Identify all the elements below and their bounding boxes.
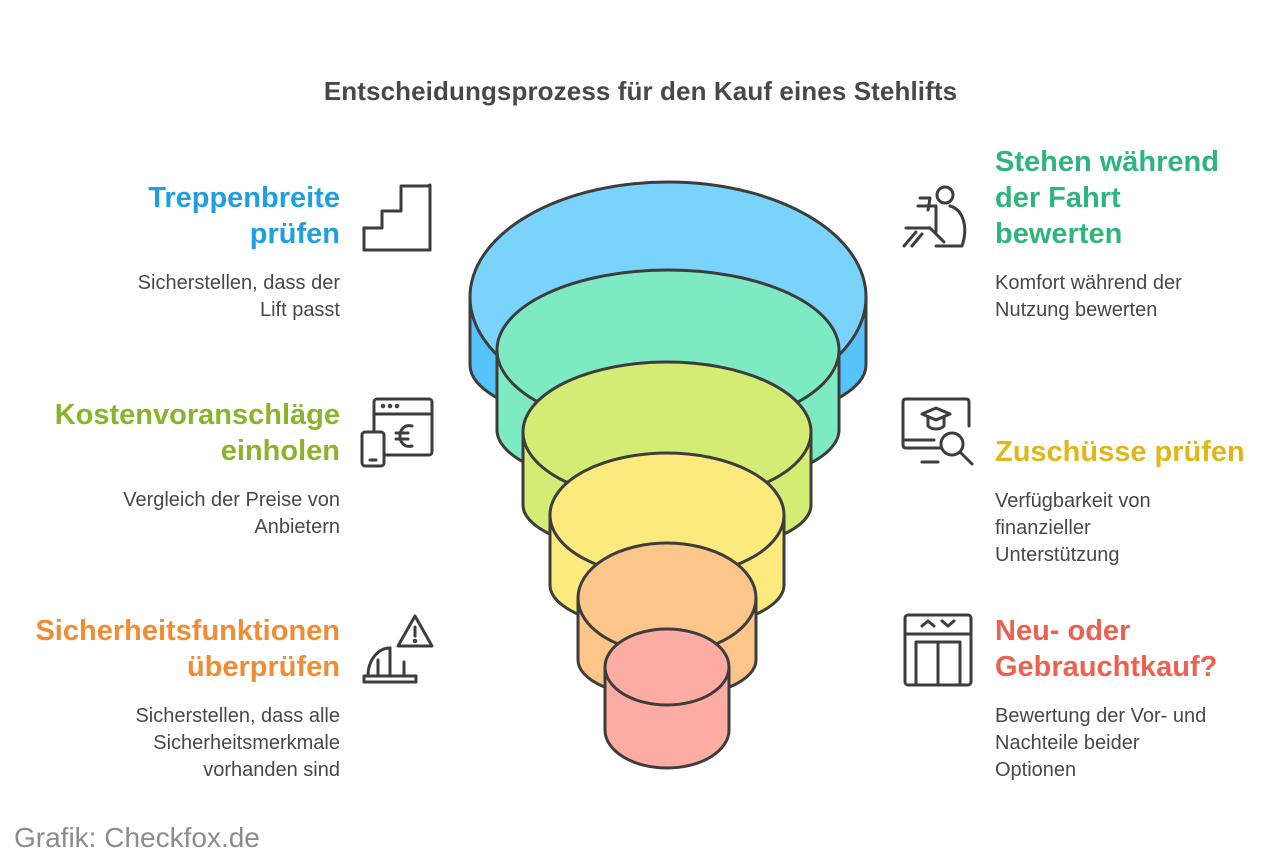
step-stehen-desc: Komfort während der Nutzung bewerten [995,270,1275,324]
desc-line: Komfort während der [995,272,1182,294]
step-kosten: Kostenvoranschläge einholen Vergleich de… [20,397,340,541]
heading-line: Stehen während [995,146,1219,178]
step-neu-desc: Bewertung der Vor- und Nachteile beider … [995,703,1275,784]
desc-line: Sicherstellen, dass der [137,272,340,294]
step-treppenbreite-heading: Treppenbreite prüfen [40,180,340,252]
funnel-layer-red-top [603,627,731,707]
desc-line: Unterstützung [995,544,1120,566]
step-zuschuesse: Zuschüsse prüfen Verfügbarkeit von finan… [995,434,1275,569]
step-treppenbreite-desc: Sicherstellen, dass der Lift passt [40,270,340,324]
heading-line: der Fahrt [995,182,1121,214]
step-neu-heading: Neu- oder Gebrauchtkauf? [995,613,1275,685]
diagram-title: Entscheidungsprozess für den Kauf eines … [323,76,958,106]
education-search-icon [901,397,974,466]
step-zuschuesse-desc: Verfügbarkeit von finanzieller Unterstüt… [995,488,1275,569]
desc-line: Verfügbarkeit von [995,490,1151,512]
step-stehen-heading: Stehen während der Fahrt bewerten [995,144,1275,252]
desc-line: Nutzung bewerten [995,299,1158,321]
step-sicherheit: Sicherheitsfunktionen überprüfen Sichers… [10,613,340,784]
heading-line: Zuschüsse prüfen [995,436,1245,468]
desc-line: Optionen [995,759,1077,781]
desc-line: Sicherstellen, dass alle [135,705,340,727]
desc-line: Vergleich der Preise von [123,489,340,511]
heading-line: Neu- oder [995,615,1131,647]
desc-line: Sicherheitsmerkmale [153,732,340,754]
step-kosten-heading: Kostenvoranschläge einholen [20,397,340,469]
heading-line: einholen [220,435,340,467]
desc-line: vorhanden sind [203,759,340,781]
heading-line: prüfen [249,218,340,250]
elevator-icon [903,613,973,687]
step-sicherheit-heading: Sicherheitsfunktionen überprüfen [10,613,340,685]
step-stehen: Stehen während der Fahrt bewerten Komfor… [995,144,1275,324]
heading-line: Sicherheitsfunktionen [35,615,340,647]
person-with-laptop-icon [902,185,967,248]
desc-line: Lift passt [259,299,340,321]
step-treppenbreite: Treppenbreite prüfen Sicherstellen, dass… [40,180,340,324]
step-sicherheit-desc: Sicherstellen, dass alle Sicherheitsmerk… [10,703,340,784]
heading-line: Kostenvoranschläge [54,399,340,431]
heading-line: Gebrauchtkauf? [995,651,1218,683]
heading-line: bewerten [995,218,1123,250]
desc-line: finanzieller [995,517,1091,539]
source-credit: Grafik: Checkfox.de [14,822,260,853]
euro-payment-icon [360,397,434,468]
step-zuschuesse-heading: Zuschüsse prüfen [995,434,1275,470]
desc-line: Nachteile beider [995,732,1140,754]
stairs-icon [362,183,432,252]
heading-line: überprüfen [186,651,340,683]
warning-shield-icon [362,614,434,684]
step-kosten-desc: Vergleich der Preise von Anbietern [20,487,340,541]
desc-line: Bewertung der Vor- und [995,705,1207,727]
desc-line: Anbietern [254,516,340,538]
heading-line: Treppenbreite [148,182,340,214]
step-neu: Neu- oder Gebrauchtkauf? Bewertung der V… [995,613,1275,784]
